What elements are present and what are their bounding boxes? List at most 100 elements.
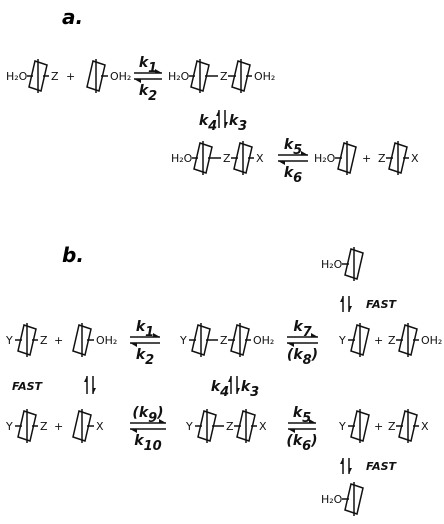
ligand-z: Z xyxy=(40,420,48,433)
rate-constant-left: k4 xyxy=(211,379,229,400)
porphyrin-plane xyxy=(350,410,370,442)
arrowhead xyxy=(159,419,166,423)
porphyrin-plane xyxy=(337,142,357,174)
ligand-h2o: H₂O xyxy=(321,258,343,271)
arrowhead xyxy=(301,151,308,155)
rate-constant-right: k3 xyxy=(229,113,247,134)
ligand-z: Z xyxy=(226,420,234,433)
ligand-z: Z xyxy=(51,70,59,83)
plus-sign: + xyxy=(54,420,63,433)
arrowhead xyxy=(93,388,96,394)
porphyrin-plane xyxy=(197,410,217,442)
arrowhead xyxy=(84,376,87,382)
arrowhead xyxy=(153,333,160,337)
porphyrin-plane xyxy=(193,142,213,174)
arrowhead xyxy=(340,296,343,302)
rate-constant-reverse: k2 xyxy=(139,83,157,104)
ligand-z: Z xyxy=(40,334,48,347)
arrowhead xyxy=(309,419,316,423)
porphyrin-plane xyxy=(398,410,418,442)
ligand-y: Y xyxy=(5,420,13,433)
ligand-x: X xyxy=(256,152,264,165)
porphyrin-plane xyxy=(388,142,408,174)
rate-constant-left: k4 xyxy=(199,113,217,134)
ligand-y: Y xyxy=(338,420,346,433)
ligand-z: Z xyxy=(378,152,386,165)
fast-annotation: FAST xyxy=(366,298,398,311)
rate-constant-forward: k7 xyxy=(293,319,312,340)
rate-constant-forward: k1 xyxy=(136,319,154,340)
plus-sign: + xyxy=(374,334,383,347)
rate-constant-reverse: (k8) xyxy=(287,347,318,368)
porphyrin-plane xyxy=(231,60,251,92)
rate-constant-forward: k5 xyxy=(293,405,311,426)
plus-sign: + xyxy=(362,152,371,165)
ligand-oh2: OH₂ xyxy=(421,334,442,347)
porphyrin-plane xyxy=(28,60,48,92)
porphyrin-plane xyxy=(233,142,253,174)
ligand-x: X xyxy=(421,420,429,433)
arrowhead xyxy=(130,429,137,433)
ligand-z: Z xyxy=(388,420,396,433)
arrowhead xyxy=(340,458,343,464)
ligand-y: Y xyxy=(179,334,187,347)
ligand-y: Y xyxy=(338,334,346,347)
ligand-y: Y xyxy=(185,420,193,433)
ligand-oh2: OH₂ xyxy=(254,70,275,83)
porphyrin-plane xyxy=(344,248,364,280)
porphyrin-plane xyxy=(190,60,210,92)
rate-constant-forward: (k9) xyxy=(132,405,163,426)
rate-constant-reverse: k2 xyxy=(136,347,154,368)
plus-sign: + xyxy=(66,70,75,83)
arrowhead xyxy=(287,343,294,347)
porphyrin-plane xyxy=(230,324,250,356)
ligand-oh2: OH₂ xyxy=(96,334,117,347)
porphyrin-plane xyxy=(398,324,418,356)
ligand-z: Z xyxy=(220,334,228,347)
arrowhead xyxy=(349,468,352,474)
ligand-y: Y xyxy=(5,334,13,347)
porphyrin-plane xyxy=(72,324,92,356)
fast-annotation: FAST xyxy=(366,460,398,473)
porphyrin-plane xyxy=(236,410,256,442)
ligand-oh2: OH₂ xyxy=(110,70,131,83)
porphyrin-plane xyxy=(350,324,370,356)
ligand-z: Z xyxy=(223,152,231,165)
arrowhead xyxy=(237,388,240,394)
porphyrin-plane xyxy=(72,410,92,442)
arrowhead xyxy=(225,122,228,128)
arrowhead xyxy=(278,161,285,165)
porphyrin-plane xyxy=(17,324,37,356)
arrowhead xyxy=(216,110,219,116)
arrowhead xyxy=(134,79,141,83)
arrowhead xyxy=(311,333,318,337)
rate-constant-reverse: (k6) xyxy=(286,433,317,454)
ligand-h2o: H₂O xyxy=(321,493,343,506)
rate-constant-forward: k5 xyxy=(284,137,302,158)
ligand-z: Z xyxy=(388,334,396,347)
ligand-z: Z xyxy=(220,70,228,83)
arrowhead xyxy=(349,306,352,312)
plus-sign: + xyxy=(374,420,383,433)
panel-label-a: a. xyxy=(62,5,83,29)
plus-sign: + xyxy=(54,334,63,347)
ligand-oh2: OH₂ xyxy=(253,334,274,347)
fast-annotation: FAST xyxy=(12,380,44,393)
arrowhead xyxy=(130,343,137,347)
ligand-x: X xyxy=(96,420,104,433)
ligand-h2o: H₂O xyxy=(6,70,28,83)
arrowhead xyxy=(288,429,295,433)
ligand-x: X xyxy=(259,420,267,433)
porphyrin-plane xyxy=(17,410,37,442)
ligand-h2o: H₂O xyxy=(168,70,190,83)
rate-constant-reverse: k6 xyxy=(284,165,302,186)
ligand-h2o: H₂O xyxy=(171,152,193,165)
arrowhead xyxy=(155,69,162,73)
porphyrin-plane xyxy=(191,324,211,356)
arrowhead xyxy=(228,376,231,382)
rate-constant-reverse: k10 xyxy=(134,433,161,454)
rate-constant-forward: k1 xyxy=(139,55,157,76)
rate-constant-right: k3 xyxy=(241,379,259,400)
panel-label-b: b. xyxy=(62,243,84,267)
